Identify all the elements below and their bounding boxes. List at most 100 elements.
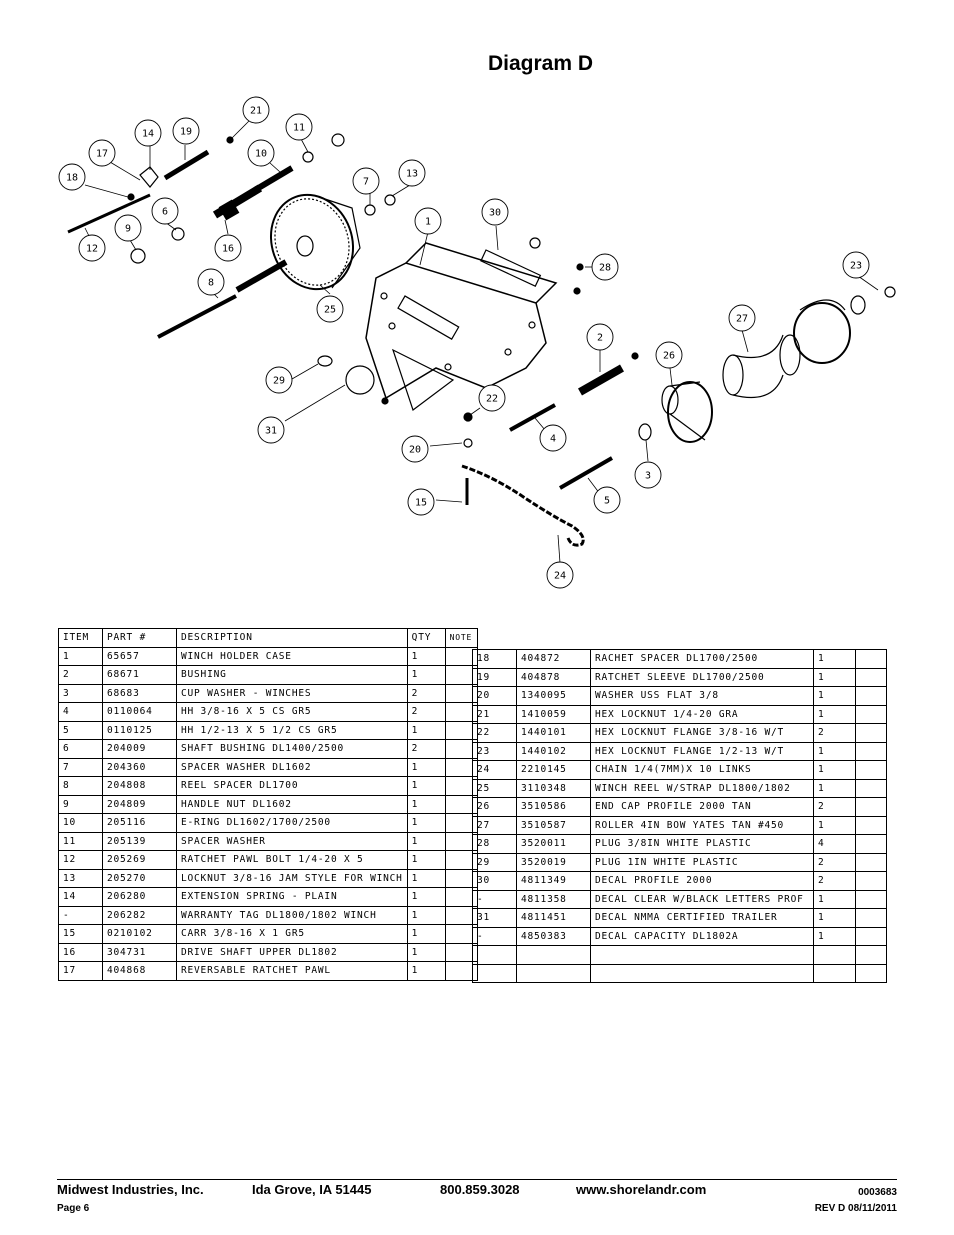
cell-qty: 1 <box>813 741 856 761</box>
cell-description: HH 1/2-13 X 5 1/2 CS GR5 <box>176 720 408 740</box>
cell-item <box>472 963 517 983</box>
cell-item: 12 <box>58 850 103 870</box>
callout-6: 18 <box>58 163 86 191</box>
callout-10: 9 <box>114 214 142 242</box>
cell-part: 3520019 <box>516 852 591 872</box>
callout-29: 15 <box>407 488 435 516</box>
callout-label: 2 <box>597 333 603 344</box>
callout-label: 28 <box>599 263 611 274</box>
callout-11: 12 <box>78 234 106 262</box>
cell-qty: 1 <box>813 815 856 835</box>
cell-qty: 1 <box>813 667 856 687</box>
callout-13: 1 <box>414 207 442 235</box>
cell-item: 3 <box>58 683 103 703</box>
callout-circle <box>247 139 275 167</box>
cell-note <box>855 667 887 687</box>
callout-circle <box>88 139 116 167</box>
cell-description: DRIVE SHAFT UPPER DL1802 <box>176 942 408 962</box>
cell-description: HANDLE NUT DL1602 <box>176 794 408 814</box>
cell-item: 24 <box>472 760 517 780</box>
cell-item: 1 <box>58 646 103 666</box>
cell-part <box>516 963 591 983</box>
callout-28: 5 <box>593 486 621 514</box>
cell-qty: 1 <box>813 908 856 928</box>
cell-description: ROLLER 4IN BOW YATES TAN #450 <box>590 815 814 835</box>
callout-label: 24 <box>554 571 566 582</box>
cell-qty: 1 <box>813 760 856 780</box>
callout-circle <box>114 214 142 242</box>
callout-circle <box>151 197 179 225</box>
footer-page: Page 6 <box>57 1203 90 1214</box>
cell-qty: 1 <box>406 720 446 740</box>
callout-label: 18 <box>66 173 78 184</box>
cell-note <box>855 871 887 891</box>
cell-part: 205269 <box>102 850 177 870</box>
cell-item: - <box>58 905 103 925</box>
cell-item: 25 <box>472 778 517 798</box>
callout-label: 25 <box>324 305 336 316</box>
callout-circle <box>257 416 285 444</box>
callout-circle <box>481 198 509 226</box>
cell-note <box>855 797 887 817</box>
callout-circle <box>593 486 621 514</box>
cell-item: 28 <box>472 834 517 854</box>
callout-label: 8 <box>208 278 214 289</box>
cell-description: SPACER WASHER <box>176 831 408 851</box>
callout-label: 30 <box>489 208 501 219</box>
callout-label: 9 <box>125 224 131 235</box>
callout-circle <box>78 234 106 262</box>
cell-part: 204360 <box>102 757 177 777</box>
cell-part: 204009 <box>102 739 177 759</box>
cell-part: 3110348 <box>516 778 591 798</box>
cell-item: - <box>472 889 517 909</box>
callout-30: 24 <box>546 561 574 589</box>
callout-0: 21 <box>242 96 270 124</box>
callout-20: 29 <box>265 366 293 394</box>
cell-note <box>855 686 887 706</box>
cell-description: END CAP PROFILE 2000 TAN <box>590 797 814 817</box>
callout-5: 10 <box>247 139 275 167</box>
callout-12: 16 <box>214 234 242 262</box>
callout-circle <box>242 96 270 124</box>
callout-24: 22 <box>478 384 506 412</box>
table-row <box>472 963 887 983</box>
cell-item: 23 <box>472 741 517 761</box>
cell-qty: 1 <box>406 813 446 833</box>
table-row <box>472 945 887 965</box>
cell-note <box>855 834 887 854</box>
cell-item: 4 <box>58 702 103 722</box>
cell-part: 204809 <box>102 794 177 814</box>
cell-item: 21 <box>472 704 517 724</box>
diagram-parts <box>67 133 896 547</box>
cell-note <box>855 963 887 983</box>
callout-27: 3 <box>634 461 662 489</box>
cell-qty: 1 <box>813 649 856 669</box>
callout-circle <box>134 119 162 147</box>
callout-circle <box>401 435 429 463</box>
callout-label: 13 <box>406 169 418 180</box>
callout-label: 6 <box>162 207 168 218</box>
cell-part: 205270 <box>102 868 177 888</box>
cell-item: 19 <box>472 667 517 687</box>
cell-item: 7 <box>58 757 103 777</box>
cell-description: RATCHET PAWL BOLT 1/4-20 X 5 <box>176 850 408 870</box>
cell-qty: 1 <box>406 831 446 851</box>
cell-description: PLUG 1IN WHITE PLASTIC <box>590 852 814 872</box>
callout-label: 11 <box>293 123 305 134</box>
